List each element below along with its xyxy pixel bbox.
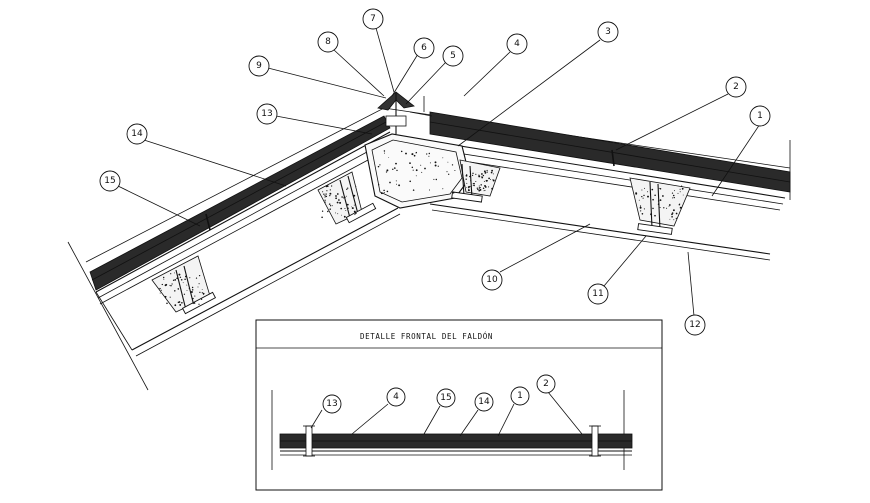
truss-post-left-1 [151,255,217,315]
detail-callout-4-label: 4 [393,392,399,402]
callout-15: 15 [99,170,201,227]
detail-callout-1: 1 [497,386,530,437]
detail-callout-14-label: 14 [478,397,490,407]
callout-7-label: 7 [370,14,376,24]
detail-callout-15: 15 [423,388,456,435]
callout-6-label: 6 [421,43,427,53]
right-roof-slope [383,107,791,261]
detail-callout-15-label: 15 [440,393,451,403]
callout-2: 2 [615,76,747,151]
detail-fixing-right [589,425,601,457]
detail-callout-13-label: 13 [326,399,337,409]
detail-callout-4: 4 [351,387,406,435]
callout-1-label: 1 [757,111,763,121]
callout-8-label: 8 [325,37,331,47]
ridge-concrete-block [364,91,471,209]
callout-6: 6 [391,37,435,97]
callout-13: 13 [256,103,373,135]
callout-2-label: 2 [733,82,739,92]
callout-3: 3 [457,21,619,147]
callout-9: 9 [248,55,387,99]
detail-callout-13: 13 [310,394,342,429]
detail-callout-14: 14 [459,392,494,437]
detail-callout-2: 2 [536,374,583,435]
clip-left [205,213,211,231]
concrete-speckle-texture [159,150,684,307]
callout-5: 5 [405,45,464,105]
callout-12: 12 [684,251,706,336]
callout-8: 8 [317,31,385,97]
callout-3-label: 3 [605,27,611,37]
callout-10: 10 [481,223,591,291]
callout-7: 7 [362,8,395,93]
clip-right [611,149,615,167]
left-roof-slope [67,107,401,391]
callout-1: 1 [711,105,771,197]
callout-10-label: 10 [486,275,498,285]
callout-9-label: 9 [256,61,262,71]
detail-title: DETALLE FRONTAL DEL FALDÓN [360,332,493,341]
truss-post-right [629,177,691,235]
callout-11: 11 [587,235,647,305]
truss-post-left-2 [317,171,377,225]
callout-15-label: 15 [104,176,115,186]
detail-frame: DETALLE FRONTAL DEL FALDÓN [255,319,663,491]
callout-13-label: 13 [261,109,272,119]
callout-14: 14 [126,123,287,187]
callout-14-label: 14 [131,129,143,139]
detail-fixing-left [303,425,315,457]
callout-5-label: 5 [450,51,456,61]
callout-12-label: 12 [689,320,700,330]
detail-callout-1-label: 1 [517,391,523,401]
callout-11-label: 11 [592,289,603,299]
callout-4: 4 [463,33,528,97]
callout-4-label: 4 [514,39,520,49]
detail-callout-2-label: 2 [543,379,549,389]
